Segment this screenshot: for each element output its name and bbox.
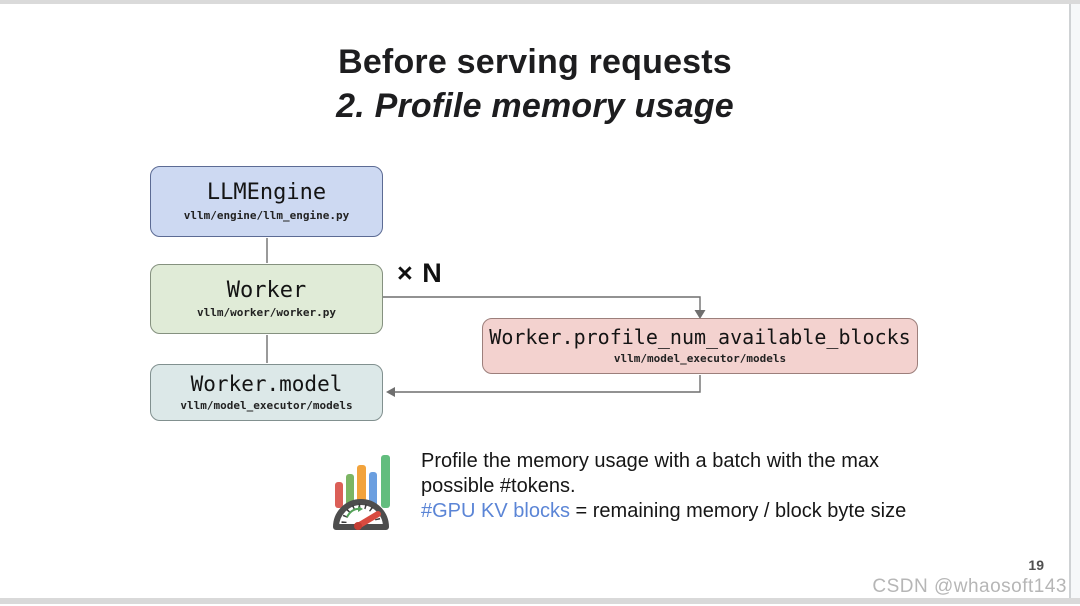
slide-right-border <box>1069 4 1071 598</box>
title-line-1: Before serving requests <box>338 43 732 81</box>
slide-title: Before serving requests 2. Profile memor… <box>0 40 1070 128</box>
box-title: Worker.model <box>190 371 343 396</box>
connector-profile-workermodel <box>394 375 701 393</box>
multiplier-label: × N <box>397 258 443 288</box>
box-worker-model: Worker.model vllm/model_executor/models <box>150 364 383 421</box>
box-subtitle: vllm/model_executor/models <box>613 352 787 365</box>
bar-chart-bars <box>335 455 390 508</box>
title-line-2: 2. Profile memory usage <box>336 87 734 125</box>
note-text: Profile the memory usage with a batch wi… <box>421 449 906 524</box>
note-line-3-rest: = remaining memory / block byte size <box>569 500 907 522</box>
connector-worker-profile <box>383 296 701 311</box>
box-subtitle: vllm/model_executor/models <box>180 399 353 413</box>
note-line-1: Profile the memory usage with a batch wi… <box>421 450 879 472</box>
box-llm-engine: LLMEngine vllm/engine/llm_engine.py <box>150 166 383 237</box>
speedometer <box>333 499 389 530</box>
performance-gauge-chart-icon <box>333 455 390 530</box>
note-line-3: #GPU KV blocks = remaining memory / bloc… <box>421 499 906 524</box>
box-worker-profile-num-available-blocks: Worker.profile_num_available_blocks vllm… <box>482 318 918 374</box>
watermark: CSDN @whaosoft143 <box>872 576 1067 597</box>
slide-right-margin <box>1071 4 1080 598</box>
page-number: 19 <box>1028 557 1044 573</box>
box-title: LLMEngine <box>206 180 327 206</box>
slide-bottom-border <box>0 598 1080 604</box>
gpu-kv-blocks-highlight: #GPU KV blocks <box>421 500 570 522</box>
slide-top-border <box>0 0 1080 4</box>
box-subtitle: vllm/engine/llm_engine.py <box>183 208 350 222</box>
box-worker: Worker vllm/worker/worker.py <box>150 264 383 334</box>
box-title: Worker <box>226 277 307 303</box>
arrowhead-left-icon <box>386 387 395 397</box>
box-subtitle: vllm/worker/worker.py <box>196 306 337 320</box>
note-line-2: possible #tokens. <box>421 475 576 497</box>
box-title: Worker.profile_num_available_blocks <box>489 325 911 349</box>
